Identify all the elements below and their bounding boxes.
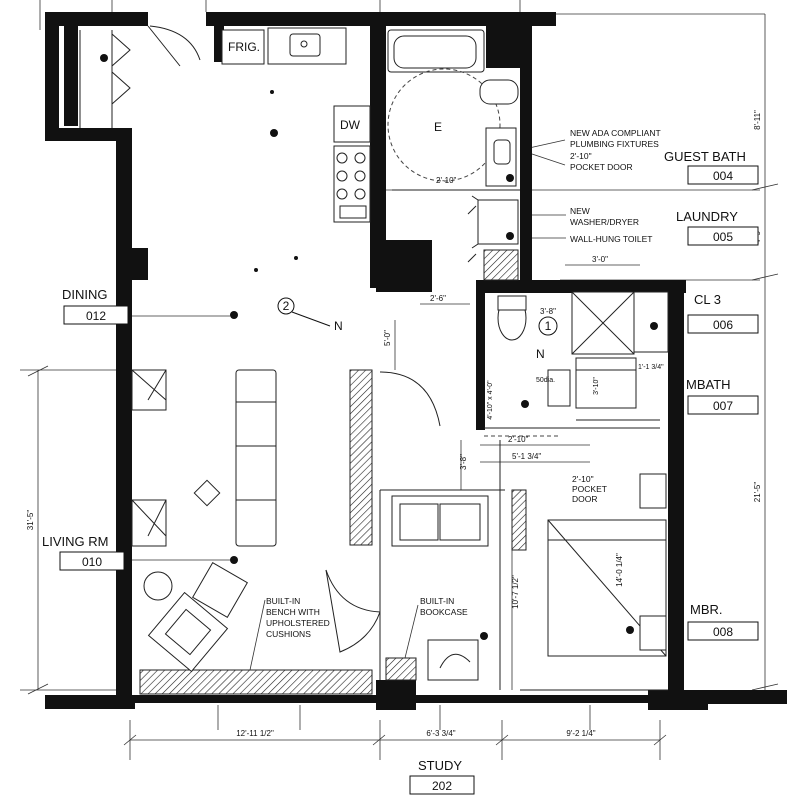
dim-mbath-2: 2'-10" [508,435,529,444]
note-bench-2: BENCH WITH [266,607,320,617]
dim-hall-2: 5'-0" [383,330,392,346]
dishwasher [333,105,371,143]
armchair-2 [147,591,229,673]
coffee-table [193,479,221,507]
room-number-mbr: 008 [713,625,733,639]
room-tag-cl3 [687,314,759,334]
dim-mbath-5: 3'-10" [593,377,600,395]
note-washer-1: NEW [570,206,590,216]
note-washer-2: WASHER/DRYER [570,217,639,227]
room-number-dining: 012 [86,309,106,323]
notes: NEW ADA COMPLIANT PLUMBING FIXTURES 2'-1… [266,128,661,639]
room-tag-dining [63,305,129,325]
marker-2: 2 [283,299,290,313]
fridge [221,29,265,65]
room-tag-laundry [687,226,759,246]
e-label: E [434,120,442,134]
side-table [143,571,173,601]
study-desk [427,639,479,681]
bath-label: 50dia. [536,377,555,384]
note-bench-1: BUILT-IN [266,596,300,606]
note-pocket-1: 2'-10" [570,151,592,161]
room-number-mbath: 007 [713,399,733,413]
room-name-dining: DINING [62,287,108,302]
note-bookcase-1: BUILT-IN [420,596,454,606]
note-ada-2: PLUMBING FIXTURES [570,139,659,149]
room-name-study: STUDY [418,758,462,773]
dim-top-right: 8'-11" [753,110,762,130]
dim-cl3-top: 3'-0" [592,255,608,264]
built-in-bench [139,669,373,695]
note-toilet: WALL-HUNG TOILET [570,234,653,244]
room-tag-mbr [687,621,759,641]
dim-bottom-2: 6'-3 3/4" [426,729,455,738]
north-marker-2: N [536,347,545,361]
note-bench-4: CUSHIONS [266,629,311,639]
dim-bottom-3: 9'-2 1/4" [566,729,595,738]
room-number-cl3: 006 [713,318,733,332]
note-ada-1: NEW ADA COMPLIANT [570,128,661,138]
dim-mbr-right: 21'-5" [753,482,762,503]
dim-mbath-6: 1'-1 3/4" [638,364,664,371]
guest-toilet [479,79,519,105]
built-ins [139,249,527,695]
room-tag-study [409,775,475,795]
dim-study-v: 10'-7 1/2" [511,575,520,609]
dim-mbath-1: 3'-8" [540,307,556,316]
north-marker: N [334,319,343,333]
laundry-built-in [483,249,519,281]
note-mb-pocket-3: DOOR [572,494,598,504]
room-tag-living-rm [59,551,125,571]
cabinet-upper [131,369,167,411]
room-tag-guest-bath [687,165,759,185]
room-name-laundry: LAUNDRY [676,209,738,224]
note-mb-pocket-2: POCKET [572,484,607,494]
note-bookcase-2: BOOKCASE [420,607,468,617]
dim-mbath-3: 5'-1 3/4" [512,452,541,461]
note-mb-pocket-1: 2'-10" [572,474,594,484]
mbr-built-in [511,489,527,551]
dim-left: 31'-5" [26,510,35,531]
room-name-cl3: CL 3 [694,292,721,307]
dim-hall-3: 3'-8" [459,454,468,470]
room-name-mbr: MBR. [690,602,723,617]
dimension-text: 8'-11" 4'-9" 21'-5" 31'-5" 12'-11 1/2" 6… [26,110,762,738]
fixture-dots [100,54,658,640]
hall-door-swing [379,371,441,427]
built-in-bookcase [385,657,417,681]
room-number-living-rm: 010 [82,555,102,569]
room-tag-mbath [687,395,759,415]
room-number-laundry: 005 [713,230,733,244]
markers: 2 N 1 N E [277,120,558,361]
hall-built-in [349,369,373,546]
room-name-guest-bath: GUEST BATH [664,149,746,164]
mbath-sink [547,369,571,407]
turning-circle [387,68,501,182]
note-pocket-2: POCKET DOOR [570,162,633,172]
dw-label: DW [340,118,361,132]
dim-bed: 14'-0 1/4" [615,553,624,587]
dim-mbath-4: 4'-10" x 4'-0" [487,380,494,420]
note-bench-3: UPHOLSTERED [266,618,330,628]
room-number-guest-bath: 004 [713,169,733,183]
room-name-living-rm: LIVING RM [42,534,108,549]
room-number-study: 202 [432,779,452,793]
room-name-mbath: MBATH [686,377,731,392]
fixtures [79,25,669,691]
cabinet-lower [131,499,167,547]
marker-1: 1 [545,319,552,333]
dim-hall-1: 2'-6" [430,294,446,303]
room-tags: GUEST BATH 004 LAUNDRY 005 CL 3 006 MBAT… [42,149,759,795]
dim-bottom-1: 12'-11 1/2" [236,729,274,738]
armchair-1 [191,561,249,619]
walls [45,12,787,710]
frig-label: FRIG. [228,40,260,54]
dim-guest-bath-door: 2'-10" [436,176,457,185]
sofa [235,369,277,547]
